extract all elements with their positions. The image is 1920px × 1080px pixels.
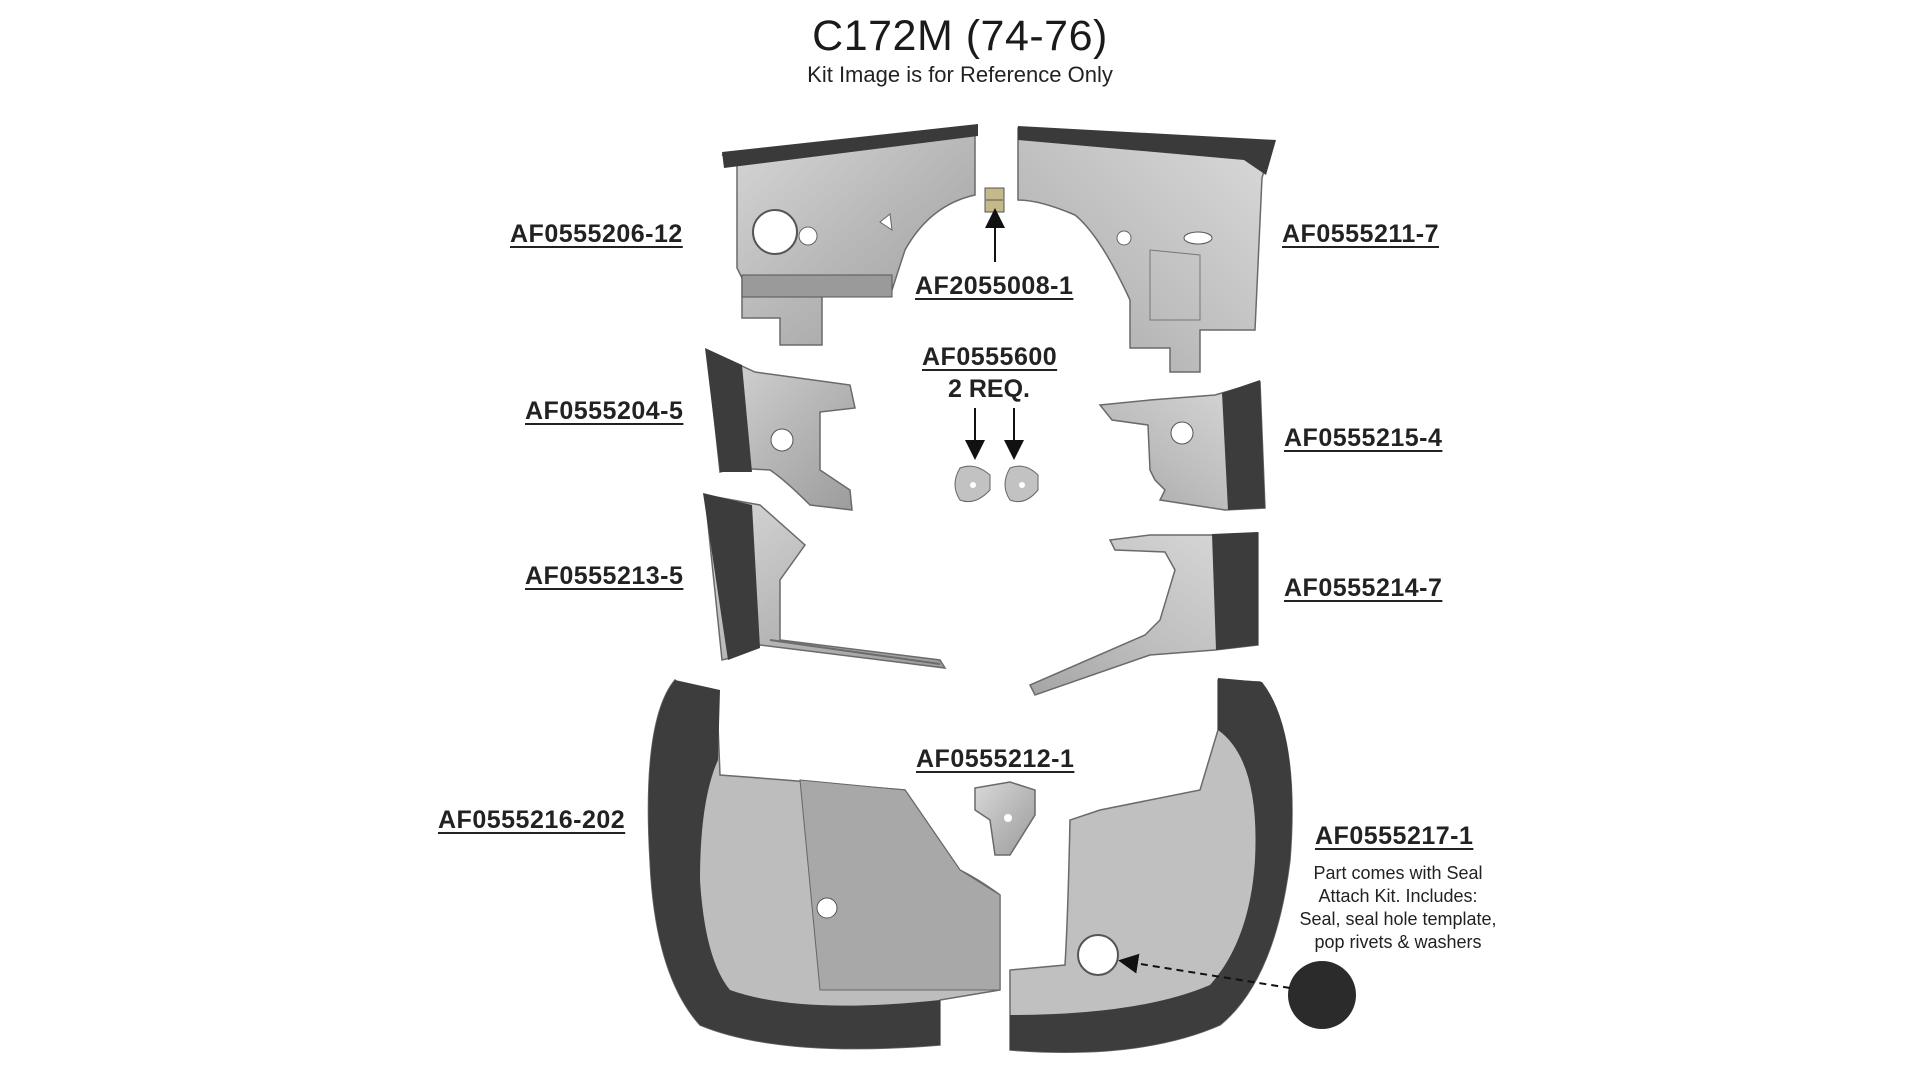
part-af0555206-12-shape bbox=[721, 124, 978, 346]
part-af0555211-7-shape bbox=[1017, 126, 1276, 373]
seal-kit-note-line: Seal, seal hole template, bbox=[1299, 909, 1497, 929]
part-quantity-af0555600: 2 REQ. bbox=[948, 375, 1030, 403]
part-label-af0555213-5: AF0555213-5 bbox=[525, 562, 684, 590]
part-af0555217-1-shape bbox=[1009, 678, 1293, 1053]
part-label-af0555206-12: AF0555206-12 bbox=[510, 220, 683, 248]
part-af0555204-5-shape bbox=[705, 348, 856, 511]
part-label-af0555216-202: AF0555216-202 bbox=[438, 806, 626, 834]
part-af0555214-7-shape bbox=[1028, 532, 1259, 696]
part-label-af0555204-5: AF0555204-5 bbox=[525, 397, 684, 425]
pointer-arrows bbox=[965, 208, 1291, 989]
part-af0555600-shapes bbox=[954, 465, 1039, 503]
part-label-af0555211-7: AF0555211-7 bbox=[1282, 220, 1440, 248]
part-af0555215-4-shape bbox=[1098, 380, 1266, 511]
part-label-af0555215-4: AF0555215-4 bbox=[1284, 424, 1443, 452]
seal-kit-note-line: Attach Kit. Includes: bbox=[1318, 886, 1478, 906]
part-af0555213-5-shape bbox=[703, 493, 947, 669]
part-label-af0555217-1: AF0555217-1 bbox=[1315, 822, 1474, 850]
part-label-af2055008-1: AF2055008-1 bbox=[915, 272, 1074, 300]
part-label-af0555214-7: AF0555214-7 bbox=[1284, 574, 1443, 602]
seal-kit-note-line: pop rivets & washers bbox=[1314, 932, 1482, 952]
diagram-title: C172M (74-76) bbox=[812, 12, 1108, 60]
part-label-af0555600: AF0555600 bbox=[922, 343, 1058, 371]
seal-kit-note-line: Part comes with Seal bbox=[1313, 863, 1483, 883]
diagram-subtitle: Kit Image is for Reference Only bbox=[807, 62, 1113, 87]
part-af0555216-202-shape bbox=[647, 678, 1001, 1050]
part-label-af0555212-1: AF0555212-1 bbox=[916, 745, 1075, 773]
seal-kit-note: Part comes with Seal Attach Kit. Include… bbox=[1278, 862, 1518, 954]
seal-disc bbox=[1288, 961, 1356, 1029]
part-af2055008-1-shape bbox=[984, 187, 1005, 213]
part-af0555212-1-shape bbox=[974, 781, 1036, 856]
